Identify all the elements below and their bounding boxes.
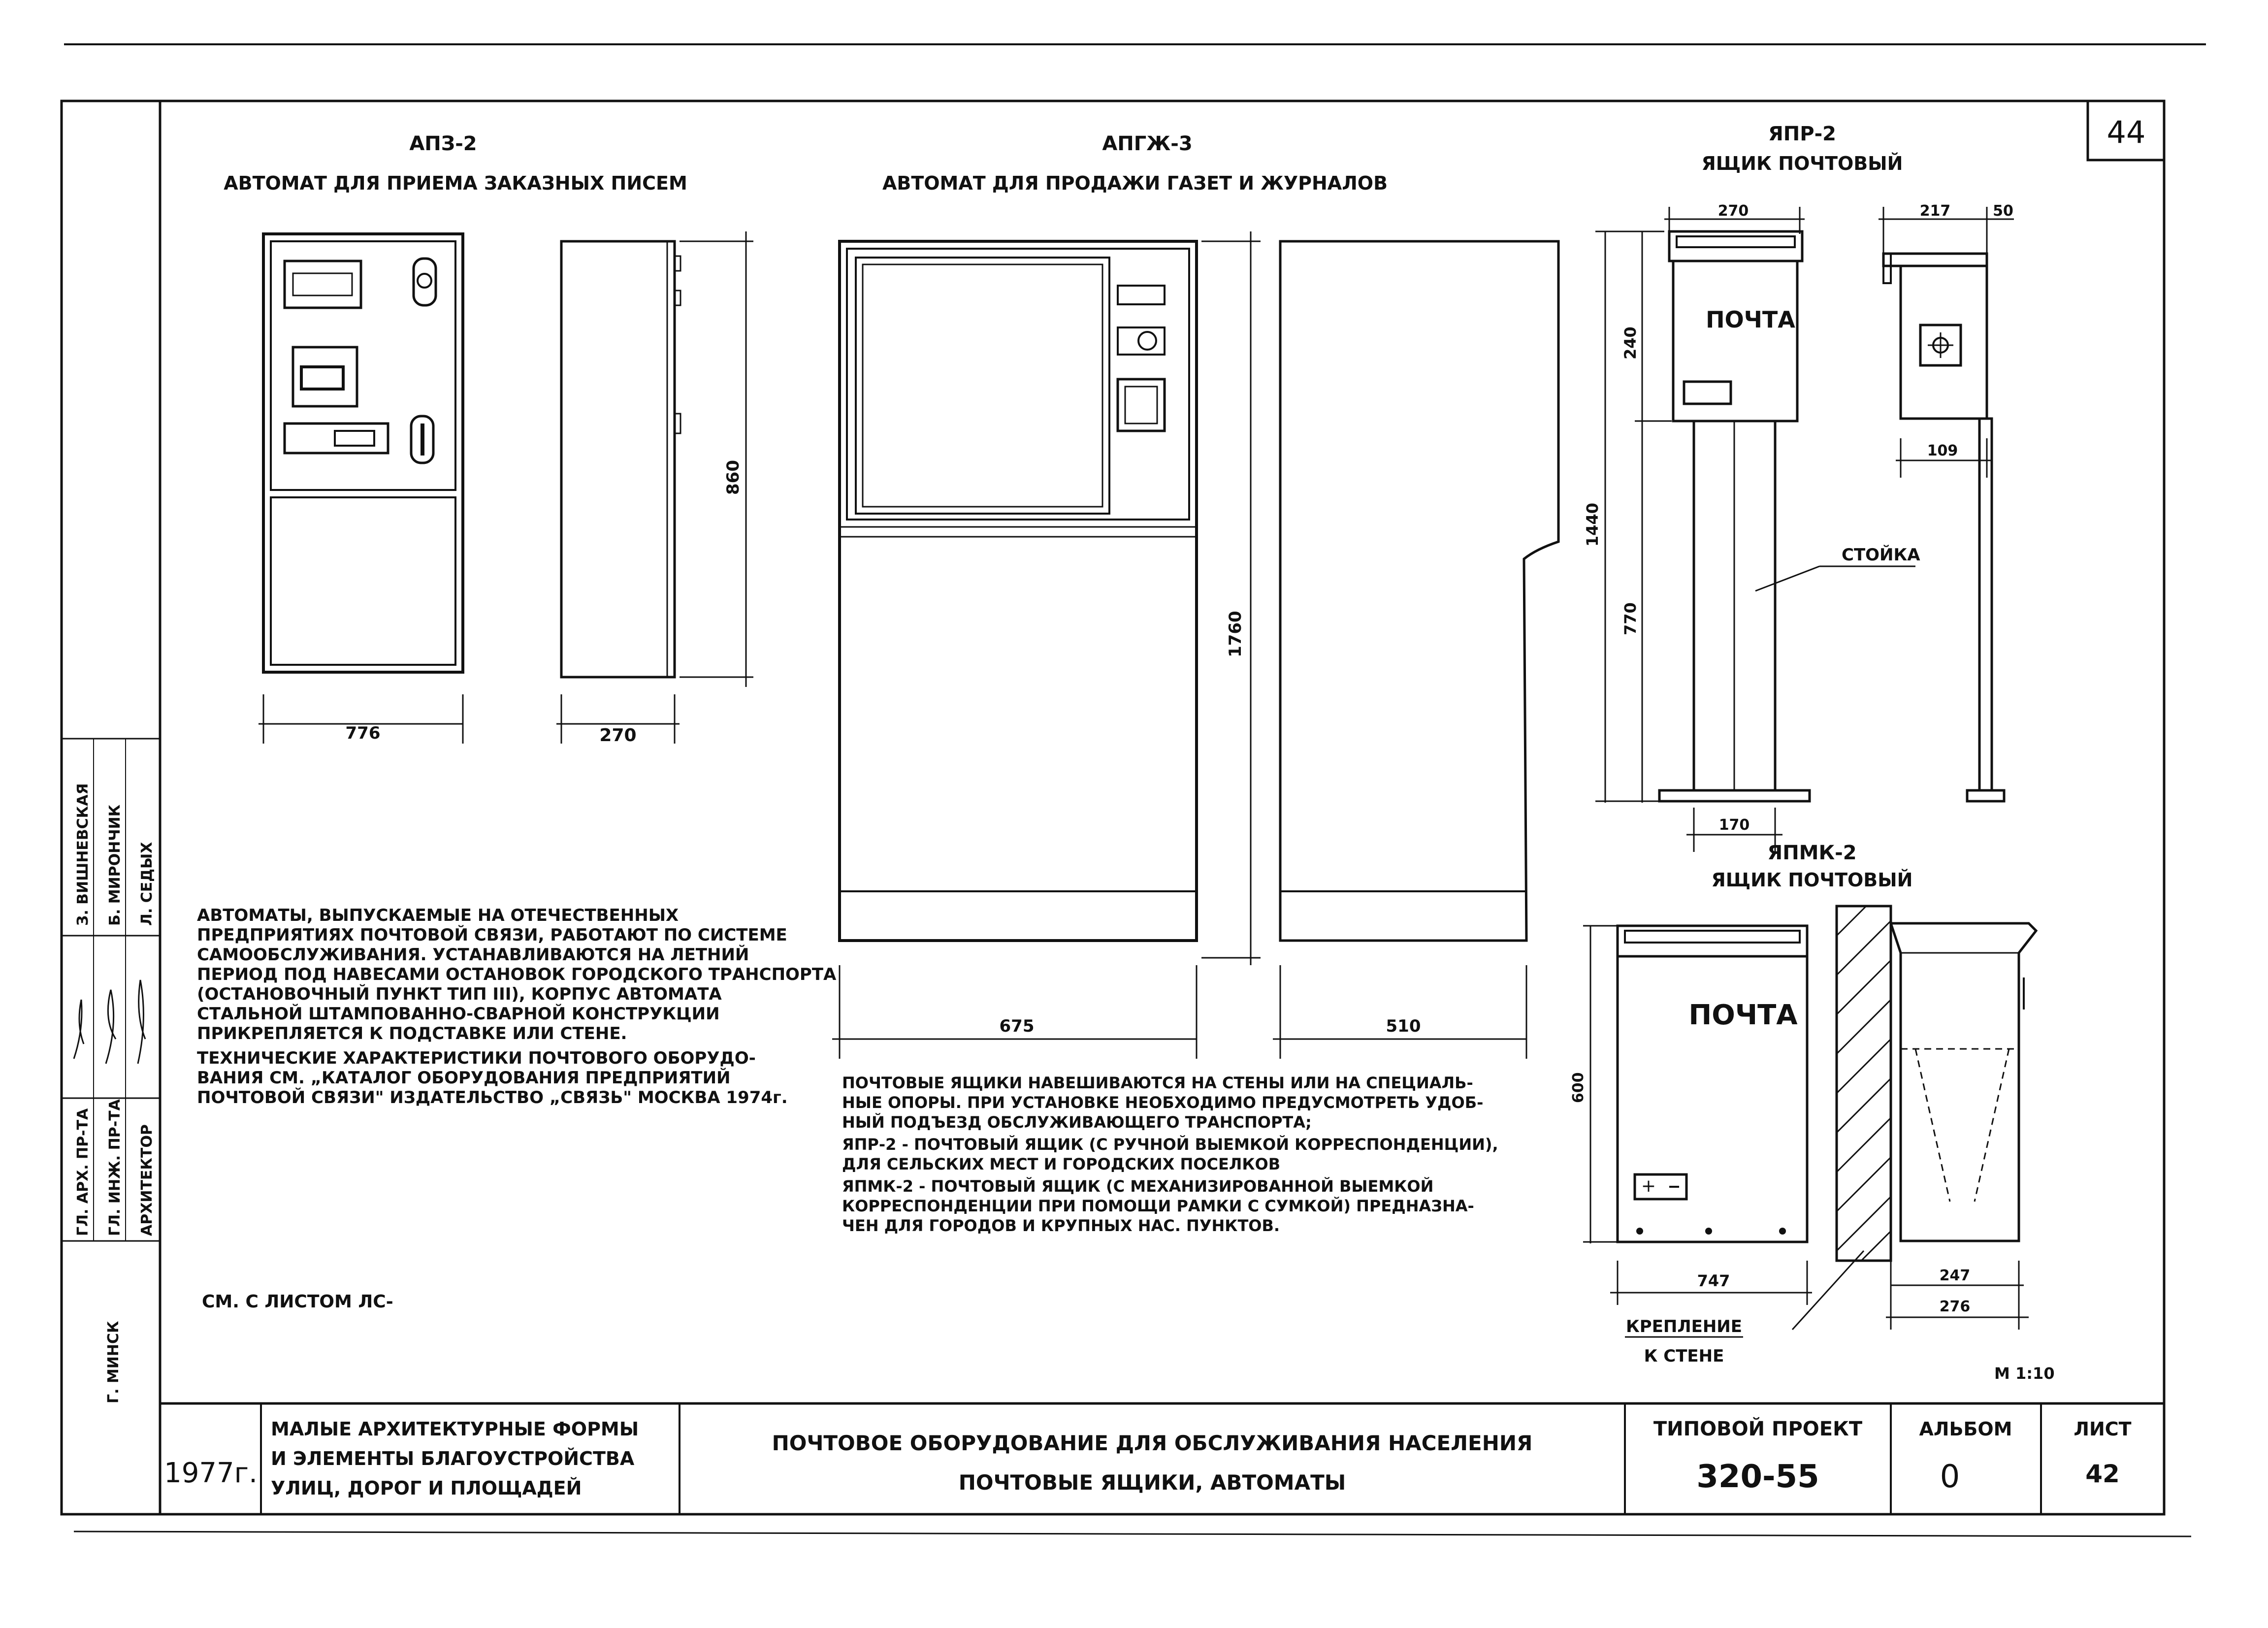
note-b-3: НЫЙ ПОДЪЕЗД ОБСЛУЖИВАЮЩЕГО ТРАНСПОРТА; — [842, 1113, 1312, 1132]
note-b-7: КОРРЕСПОНДЕНЦИИ ПРИ ПОМОЩИ РАМКИ С СУМКО… — [842, 1197, 1474, 1215]
note-a-5: (ОСТАНОВОЧНЫЙ ПУНКТ ТИП III), КОРПУС АВТ… — [197, 984, 722, 1004]
note-b-5: ДЛЯ СЕЛЬСКИХ МЕСТ И ГОРОДСКИХ ПОСЕЛКОВ — [842, 1155, 1280, 1173]
scale-label: М 1:10 — [1994, 1364, 2055, 1383]
signature-1 — [73, 999, 85, 1059]
tb-project-label: ТИПОВОЙ ПРОЕКТ — [1653, 1417, 1863, 1440]
yapmk2-mount-label-1: КРЕПЛЕНИЕ — [1626, 1317, 1742, 1336]
apgzh3-dim-width: 675 — [1000, 1016, 1035, 1036]
tb-project-value: 320-55 — [1696, 1459, 1819, 1495]
apgzh3-dim-depth: 510 — [1386, 1016, 1421, 1036]
role-chief-engineer: ГЛ. ИНЖ. ПР-ТА — [106, 1099, 124, 1236]
apz2-dim-height: 860 — [723, 460, 743, 495]
yapr2-title: ЯЩИК ПОЧТОВЫЙ — [1702, 153, 1903, 174]
yapr2-dim-box-h: 240 — [1621, 326, 1640, 359]
corner-number: 44 — [2107, 114, 2146, 150]
tb-year: 1977г. — [164, 1457, 258, 1489]
see-sheet-note: СМ. С ЛИСТОМ ЛС- — [202, 1292, 393, 1312]
sheet-frame — [60, 99, 2166, 1516]
yapr2-dim-post-h: 770 — [1621, 602, 1640, 635]
yapr2-dim-base: 170 — [1719, 816, 1750, 834]
note-a-3: САМООБСЛУЖИВАНИЯ. УСТАНАВЛИВАЮТСЯ НА ЛЕТ… — [197, 944, 749, 965]
tb-series-3: УЛИЦ, ДОРОГ И ПЛОЩАДЕЙ — [271, 1477, 582, 1499]
yapmk2-dim-side2: 276 — [1940, 1298, 1971, 1315]
left-signature-strip: ГЛ. АРХ. ПР-ТА ГЛ. ИНЖ. ПР-ТА АРХИТЕКТОР… — [62, 738, 160, 1403]
tb-name-2: ПОЧТОВЫЕ ЯЩИКИ, АВТОМАТЫ — [959, 1470, 1346, 1495]
yapmk2-dim-height: 600 — [1570, 1072, 1587, 1103]
yapr2-dim-side: 217 — [1920, 202, 1951, 220]
note-b-6: ЯПМК-2 - ПОЧТОВЫЙ ЯЩИК (С МЕХАНИЗИРОВАНН… — [842, 1177, 1433, 1196]
apz2-code: АПЗ-2 — [409, 132, 477, 155]
note-a-6: СТАЛЬНОЙ ШТАМПОВАННО-СВАРНОЙ КОНСТРУКЦИИ — [197, 1004, 720, 1024]
name-2: Б. МИРОНЧИК — [106, 804, 124, 926]
tb-album-value: 0 — [1940, 1459, 1960, 1495]
yapmk2-drawing: ЯПМК-2 ЯЩИК ПОЧТОВЫЙ ПОЧТА + — [1570, 842, 2055, 1383]
yapmk2-title: ЯЩИК ПОЧТОВЫЙ — [1712, 869, 1913, 891]
role-chief-architect: ГЛ. АРХ. ПР-ТА — [74, 1108, 92, 1236]
tb-series-1: МАЛЫЕ АРХИТЕКТУРНЫЕ ФОРМЫ — [271, 1418, 639, 1440]
note-b-2: НЫЕ ОПОРЫ. ПРИ УСТАНОВКЕ НЕОБХОДИМО ПРЕД… — [842, 1093, 1483, 1112]
yapmk2-box-label: ПОЧТА — [1688, 999, 1798, 1031]
note-b-1: ПОЧТОВЫЕ ЯЩИКИ НАВЕШИВАЮТСЯ НА СТЕНЫ ИЛИ… — [842, 1074, 1473, 1092]
yapmk2-mount-label-2: К СТЕНЕ — [1644, 1346, 1724, 1366]
apgzh3-title: АВТОМАТ ДЛЯ ПРОДАЖИ ГАЗЕТ И ЖУРНАЛОВ — [882, 172, 1388, 194]
note-a-1: АВТОМАТЫ, ВЫПУСКАЕМЫЕ НА ОТЕЧЕСТВЕННЫХ — [197, 906, 679, 925]
note-a-9: ВАНИЯ СМ. „КАТАЛОГ ОБОРУДОВАНИЯ ПРЕДПРИЯ… — [197, 1068, 730, 1088]
yapr2-dim-side-bottom: 109 — [1927, 442, 1958, 459]
apgzh3-code: АПГЖ-3 — [1102, 132, 1192, 155]
tb-album-label: АЛЬБОМ — [1919, 1418, 2012, 1440]
tb-sheet-value: 42 — [2085, 1460, 2120, 1488]
signature-3 — [137, 979, 146, 1064]
apgzh3-drawing: АПГЖ-3 АВТОМАТ ДЛЯ ПРОДАЖИ ГАЗЕТ И ЖУРНА… — [832, 132, 1560, 1059]
yapr2-dim-side2: 50 — [1993, 202, 2013, 220]
yapmk2-code: ЯПМК-2 — [1767, 842, 1856, 864]
yapr2-code: ЯПР-2 — [1768, 123, 1836, 145]
yapr2-dim-width: 270 — [1718, 202, 1749, 220]
title-block: 1977г. МАЛЫЕ АРХИТЕКТУРНЫЕ ФОРМЫ И ЭЛЕМЕ… — [160, 1402, 2164, 1514]
note-b-4: ЯПР-2 - ПОЧТОВЫЙ ЯЩИК (С РУЧНОЙ ВЫЕМКОЙ … — [842, 1135, 1498, 1154]
name-3: Л. СЕДЫХ — [138, 842, 156, 926]
role-architect: АРХИТЕКТОР — [138, 1124, 156, 1236]
notes-boxes: ПОЧТОВЫЕ ЯЩИКИ НАВЕШИВАЮТСЯ НА СТЕНЫ ИЛИ… — [842, 1074, 1498, 1235]
yapr2-box-label: ПОЧТА — [1706, 306, 1795, 333]
tb-sheet-label: ЛИСТ — [2074, 1418, 2131, 1440]
yapr2-dim-total-h: 1440 — [1583, 503, 1602, 547]
apz2-drawing: АПЗ-2 АВТОМАТ ДЛЯ ПРИЕМА ЗАКАЗНЫХ ПИСЕМ … — [224, 132, 753, 746]
note-a-4: ПЕРИОД ПОД НАВЕСАМИ ОСТАНОВОК ГОРОДСКОГО… — [197, 965, 837, 984]
note-b-8: ЧЕН ДЛЯ ГОРОДОВ И КРУПНЫХ НАС. ПУНКТОВ. — [842, 1216, 1280, 1235]
apz2-title: АВТОМАТ ДЛЯ ПРИЕМА ЗАКАЗНЫХ ПИСЕМ — [224, 172, 687, 194]
yapr2-post-label: СТОЙКА — [1842, 545, 1920, 565]
tb-name-1: ПОЧТОВОЕ ОБОРУДОВАНИЕ ДЛЯ ОБСЛУЖИВАНИЯ Н… — [772, 1431, 1533, 1455]
apz2-dim-depth: 270 — [599, 725, 636, 746]
name-1: З. ВИШНЕВСКАЯ — [74, 783, 92, 926]
yapr2-drawing: ЯПР-2 ЯЩИК ПОЧТОВЫЙ ПОЧТА СТОЙКА 270 217 — [1583, 123, 2014, 852]
note-a-8: ТЕХНИЧЕСКИЕ ХАРАКТЕРИСТИКИ ПОЧТОВОГО ОБО… — [197, 1048, 756, 1068]
notes-automats: АВТОМАТЫ, ВЫПУСКАЕМЫЕ НА ОТЕЧЕСТВЕННЫХ П… — [197, 906, 837, 1107]
note-a-2: ПРЕДПРИЯТИЯХ ПОЧТОВОЙ СВЯЗИ, РАБОТАЮТ ПО… — [197, 925, 787, 945]
tb-series-2: И ЭЛЕМЕНТЫ БЛАГОУСТРОЙСТВА — [271, 1448, 635, 1469]
city-label: Г. МИНСК — [105, 1321, 122, 1403]
bottom-rule — [73, 1530, 2192, 1537]
apz2-dim-width: 776 — [346, 723, 381, 743]
note-a-10: ПОЧТОВОЙ СВЯЗИ" ИЗДАТЕЛЬСТВО „СВЯЗЬ" МОС… — [197, 1087, 788, 1107]
signature-2 — [105, 989, 117, 1064]
yapmk2-dim-width: 747 — [1697, 1271, 1730, 1290]
note-a-7: ПРИКРЕПЛЯЕТСЯ К ПОДСТАВКЕ ИЛИ СТЕНЕ. — [197, 1024, 627, 1043]
yapmk2-dim-side1: 247 — [1940, 1267, 1971, 1284]
apgzh3-dim-height: 1760 — [1226, 611, 1245, 657]
corner-number-box — [2086, 99, 2166, 162]
svg-text:+: + — [1641, 1176, 1656, 1196]
